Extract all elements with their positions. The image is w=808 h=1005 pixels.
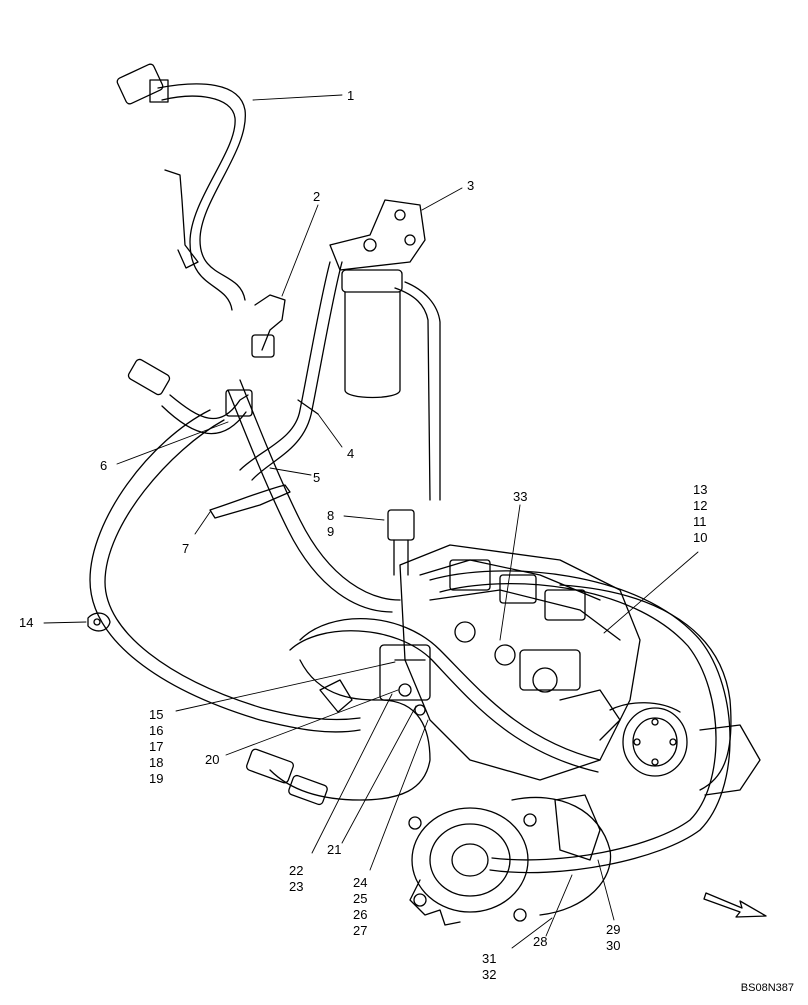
callout-26: 26 bbox=[353, 907, 368, 922]
callout-8: 8 bbox=[327, 508, 335, 523]
callout-19: 19 bbox=[149, 771, 164, 786]
callout-16: 16 bbox=[149, 723, 164, 738]
callout-29-30: 29 30 bbox=[606, 922, 620, 954]
direction-arrow-icon bbox=[703, 892, 767, 918]
callout-33: 33 bbox=[513, 489, 528, 504]
callout-21: 21 bbox=[327, 842, 342, 857]
callout-17: 17 bbox=[149, 739, 164, 754]
callout-12: 12 bbox=[693, 498, 708, 513]
callout-23: 23 bbox=[289, 879, 304, 894]
callout-10-13: 13 12 11 10 bbox=[693, 482, 707, 546]
drive-motor-right bbox=[609, 702, 688, 777]
callout-15-19: 15 16 17 18 19 bbox=[149, 707, 163, 787]
clamp-7 bbox=[209, 484, 291, 519]
hose-6 bbox=[89, 358, 361, 733]
callout-15: 15 bbox=[149, 707, 164, 722]
callout-28: 28 bbox=[533, 934, 548, 949]
callout-9: 9 bbox=[327, 524, 335, 539]
callout-31-32: 31 32 bbox=[482, 951, 496, 983]
hose-4-5 bbox=[227, 261, 401, 613]
callout-32: 32 bbox=[482, 967, 497, 982]
fitting-2 bbox=[251, 294, 286, 358]
callout-2: 2 bbox=[313, 189, 321, 204]
hose-lower-left bbox=[246, 659, 431, 806]
hose-1 bbox=[116, 63, 246, 311]
leader-lines bbox=[43, 94, 699, 949]
callout-18: 18 bbox=[149, 755, 164, 770]
callout-22-23: 22 23 bbox=[289, 863, 303, 895]
callout-29: 29 bbox=[606, 922, 621, 937]
callout-27: 27 bbox=[353, 923, 368, 938]
callout-20: 20 bbox=[205, 752, 220, 767]
callout-7: 7 bbox=[182, 541, 190, 556]
callout-5: 5 bbox=[313, 470, 321, 485]
callout-10: 10 bbox=[693, 530, 708, 545]
clamp-14 bbox=[87, 612, 111, 632]
callout-24-27: 24 25 26 27 bbox=[353, 875, 367, 939]
callout-31: 31 bbox=[482, 951, 497, 966]
callout-30: 30 bbox=[606, 938, 621, 953]
callout-24: 24 bbox=[353, 875, 368, 890]
callout-4: 4 bbox=[347, 446, 355, 461]
callout-25: 25 bbox=[353, 891, 368, 906]
callout-11: 11 bbox=[693, 514, 707, 529]
callout-6: 6 bbox=[100, 458, 108, 473]
pump-assembly bbox=[399, 544, 641, 781]
valve-cluster bbox=[379, 644, 431, 716]
callout-1: 1 bbox=[347, 88, 355, 103]
callout-3: 3 bbox=[467, 178, 475, 193]
callout-22: 22 bbox=[289, 863, 304, 878]
callout-8-9: 8 9 bbox=[327, 508, 334, 540]
filter-assembly bbox=[329, 199, 441, 501]
hose-loops-right bbox=[289, 570, 761, 874]
fitting-8-9 bbox=[387, 509, 415, 576]
callout-13: 13 bbox=[693, 482, 708, 497]
callout-14: 14 bbox=[19, 615, 34, 630]
drawing-code: BS08N387 bbox=[740, 982, 794, 994]
